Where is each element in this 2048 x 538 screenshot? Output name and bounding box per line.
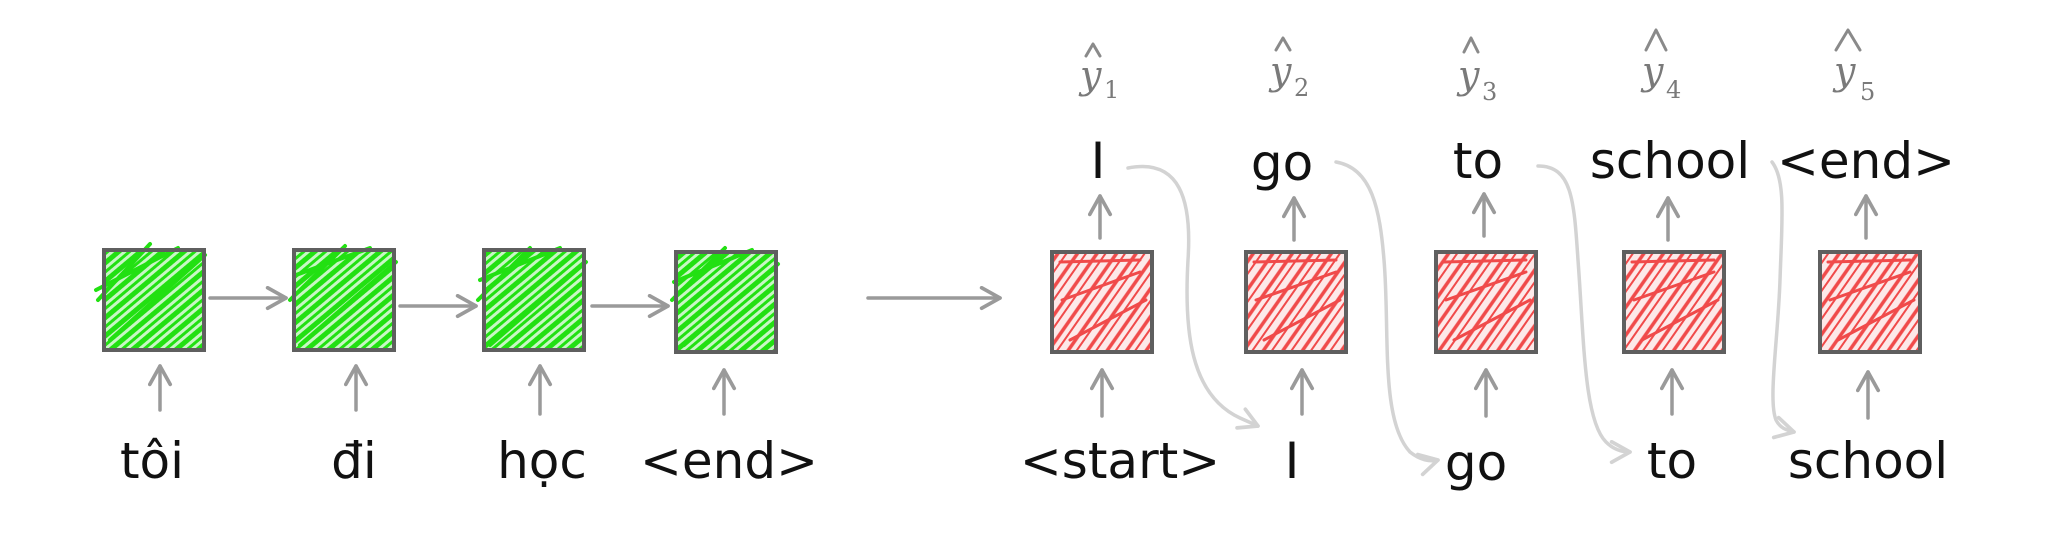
svg-text:y: y xyxy=(1078,53,1102,97)
decoder-input-token: to xyxy=(1647,432,1697,490)
svg-text:y: y xyxy=(1832,49,1856,93)
svg-text:y: y xyxy=(1640,49,1664,93)
encoder-cell xyxy=(94,242,207,352)
prediction-label: y 1 xyxy=(1078,42,1119,104)
feedback-arrow xyxy=(1334,160,1440,477)
decoder-input-token: school xyxy=(1788,432,1948,490)
prediction-label: y 2 xyxy=(1268,36,1309,102)
encoder-cell xyxy=(288,244,398,352)
svg-text:y: y xyxy=(1268,49,1292,93)
decoder-output-token: I xyxy=(1091,132,1106,190)
svg-text:5: 5 xyxy=(1860,78,1875,106)
encoder-cell xyxy=(476,246,588,352)
decoder-cell xyxy=(1622,250,1726,354)
decoder-cell xyxy=(1818,250,1922,354)
feedback-arrow xyxy=(1126,164,1260,430)
feedback-arrow xyxy=(1770,160,1796,440)
decoder-cell xyxy=(1050,250,1154,354)
decoder-cell xyxy=(1244,250,1348,354)
decoder-output-token: to xyxy=(1453,132,1503,190)
prediction-label: y 5 xyxy=(1832,28,1875,106)
encoder-input-token: tôi xyxy=(120,432,184,490)
decoder-input-token: <start> xyxy=(1020,432,1220,490)
svg-text:1: 1 xyxy=(1104,76,1119,104)
svg-text:3: 3 xyxy=(1482,78,1497,106)
prediction-label: y 4 xyxy=(1640,28,1681,104)
decoder-output-token: <end> xyxy=(1777,132,1955,190)
encoder-cell xyxy=(670,246,780,354)
decoder-cell xyxy=(1434,250,1538,354)
feedback-arrow xyxy=(1536,164,1632,465)
svg-text:y: y xyxy=(1456,53,1480,97)
svg-text:4: 4 xyxy=(1666,76,1681,104)
encoder: tôi đi học <end> xyxy=(94,242,818,490)
encoder-input-token: <end> xyxy=(640,432,818,490)
decoder-output-token: go xyxy=(1251,134,1313,192)
svg-text:2: 2 xyxy=(1294,74,1309,102)
decoder-input-token: go xyxy=(1445,434,1507,492)
prediction-label: y 3 xyxy=(1456,36,1497,106)
encoder-input-token: đi xyxy=(331,432,377,490)
decoder-output-token: school xyxy=(1590,132,1750,190)
decoder: <start> I go to school I go to school <e… xyxy=(1020,28,1955,492)
encoder-input-token: học xyxy=(497,432,587,490)
decoder-input-token: I xyxy=(1285,432,1300,490)
